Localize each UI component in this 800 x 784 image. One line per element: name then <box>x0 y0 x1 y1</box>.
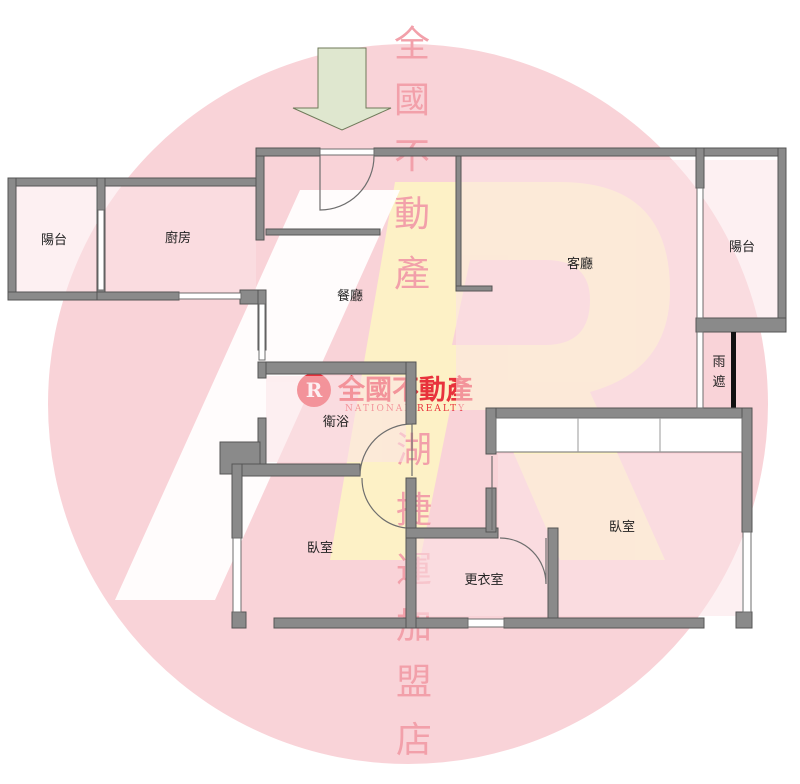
wall <box>255 147 321 157</box>
room-fills <box>16 160 778 616</box>
room-label-living: 客廳 <box>567 256 593 272</box>
wall <box>777 147 787 333</box>
watermark-char: 盟 <box>396 662 432 703</box>
wall <box>96 177 265 187</box>
room-labels: 陽台 廚房 餐廳 客廳 陽台 雨 遮 衛浴 臥室 臥室 更衣室 <box>41 230 755 588</box>
wall <box>96 291 180 301</box>
wall <box>7 177 17 301</box>
floor-plan: 陽台 廚房 餐廳 客廳 陽台 雨 遮 衛浴 臥室 臥室 更衣室 <box>7 47 787 629</box>
wall <box>405 527 499 539</box>
watermark-char: 國 <box>394 80 430 121</box>
window <box>232 537 242 613</box>
wall <box>255 147 265 241</box>
wall <box>503 617 705 629</box>
arrow-down-icon <box>292 47 392 131</box>
wall <box>455 285 493 292</box>
window <box>696 187 704 319</box>
door-swing <box>361 477 407 529</box>
window <box>319 148 375 156</box>
wall <box>695 147 705 189</box>
room-label-bathroom: 衛浴 <box>323 415 349 430</box>
wall <box>405 477 417 629</box>
window <box>97 209 105 291</box>
wall <box>7 177 98 187</box>
window <box>258 303 266 361</box>
door-swing <box>499 537 547 585</box>
wall <box>547 527 559 629</box>
wall <box>485 487 497 533</box>
room-label-dining: 餐廳 <box>337 288 363 304</box>
door-swing <box>319 155 375 211</box>
wardrobe <box>495 417 743 453</box>
watermark-char: 全 <box>394 24 430 65</box>
wall <box>405 361 417 425</box>
wall <box>265 228 381 236</box>
room-label-walkin-closet: 更衣室 <box>464 572 503 588</box>
room-label-rain-shelter-2: 遮 <box>712 374 725 390</box>
window <box>742 531 752 613</box>
room-label-bedroom-left: 臥室 <box>307 540 333 556</box>
wall <box>741 407 753 533</box>
windows <box>97 148 752 628</box>
watermark-char: 產 <box>394 254 430 295</box>
window <box>696 331 704 409</box>
room-label-rain-shelter-1: 雨 <box>712 355 725 370</box>
room-label-bedroom-right: 臥室 <box>609 519 635 535</box>
wall <box>7 291 98 301</box>
wall <box>257 361 417 375</box>
wall <box>485 407 751 419</box>
wall <box>257 361 267 379</box>
wall <box>485 407 497 455</box>
window <box>467 618 505 628</box>
wall <box>231 611 247 629</box>
doors <box>319 155 547 585</box>
watermark-slash-icon <box>115 190 400 600</box>
door-swing <box>359 423 413 477</box>
wall <box>735 611 753 629</box>
wall <box>695 317 787 333</box>
room-label-balcony-left: 陽台 <box>41 233 67 248</box>
window <box>178 292 242 300</box>
wall <box>373 147 787 157</box>
wall <box>231 463 243 539</box>
room-label-kitchen: 廚房 <box>165 230 191 246</box>
rain-shelter-edge <box>731 332 736 408</box>
wall <box>273 617 469 629</box>
wall <box>455 155 462 291</box>
wall <box>231 463 361 477</box>
watermark-vertical-top: 全 國 不 動 產 <box>394 24 430 295</box>
room-label-balcony-right: 陽台 <box>729 240 755 255</box>
watermark-char: 店 <box>396 720 432 761</box>
watermark-char: 動 <box>394 194 430 235</box>
